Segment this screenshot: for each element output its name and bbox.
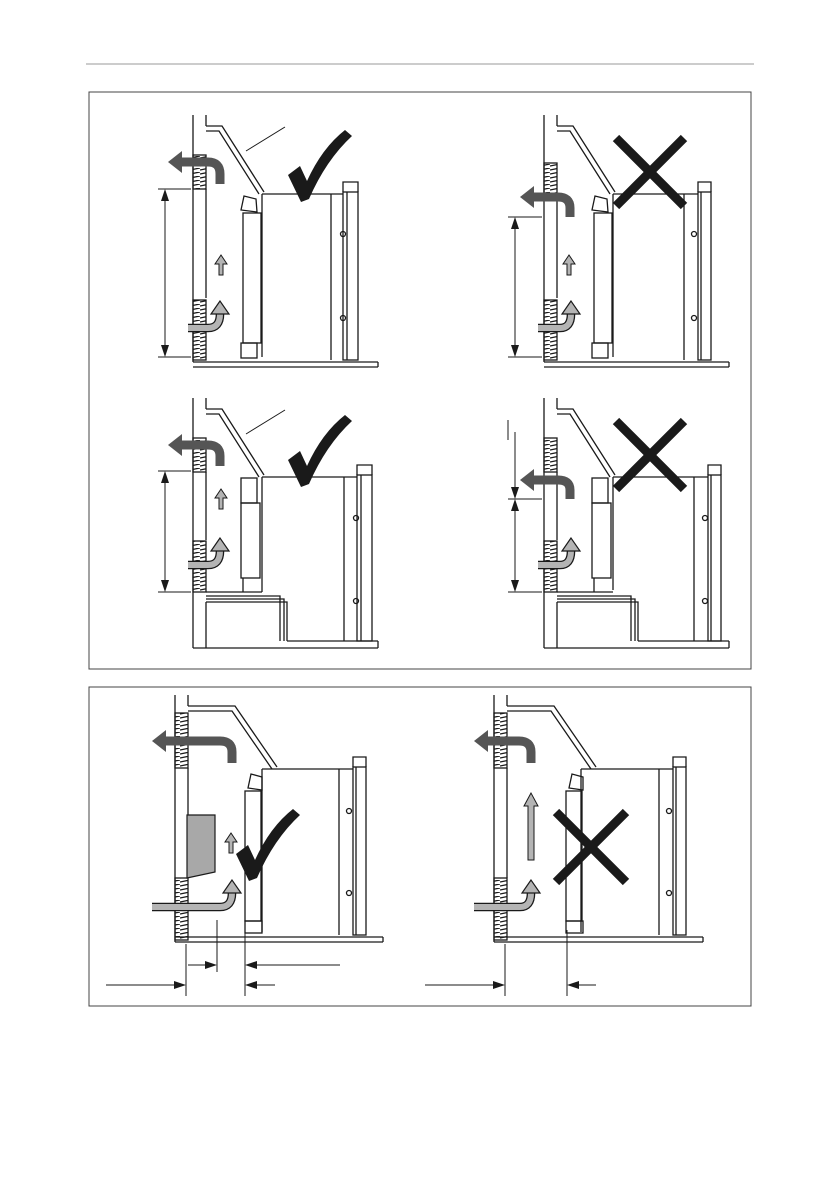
up-arrow (524, 793, 538, 860)
cross-mark-icon (616, 138, 684, 206)
cool-air-arrow (152, 880, 241, 907)
installation-middle-left (158, 398, 378, 648)
cross-mark-icon (616, 421, 684, 489)
air-deflector (187, 815, 215, 878)
up-arrow (225, 833, 237, 853)
hot-air-arrow (152, 730, 232, 763)
clearance-dimension (425, 930, 596, 996)
up-arrow (215, 489, 227, 509)
up-arrow (215, 255, 227, 275)
check-mark-icon (288, 415, 352, 487)
hot-air-arrow (520, 469, 570, 499)
up-arrow (563, 255, 575, 275)
installation-middle-right (508, 398, 729, 648)
clearance-dimension (106, 920, 340, 996)
